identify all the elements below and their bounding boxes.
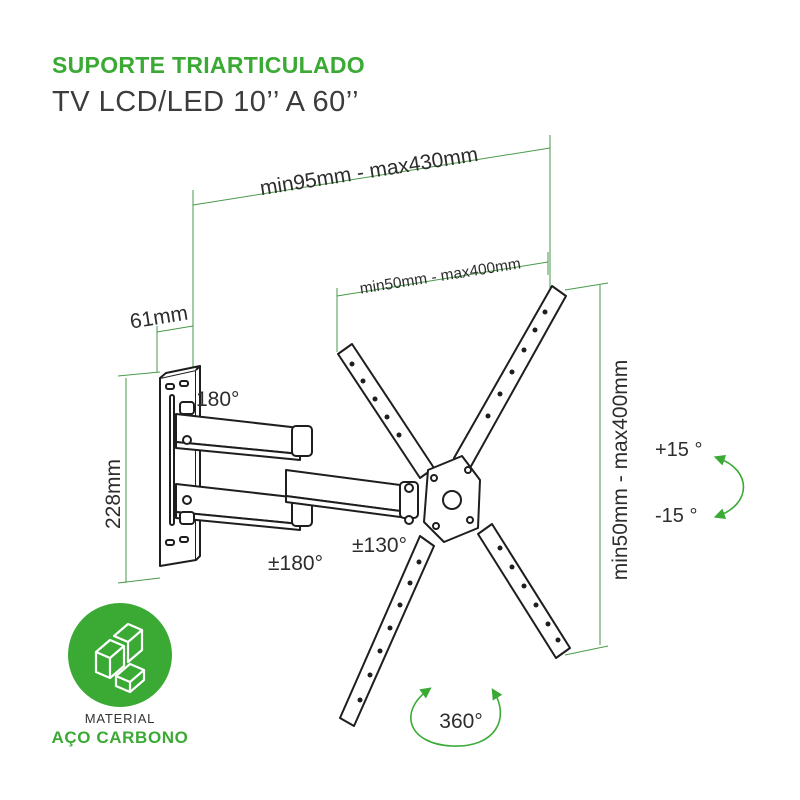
material-value: AÇO CARBONO xyxy=(51,728,189,747)
horizontal-vesa-label: min50mm - max400mm xyxy=(359,255,522,297)
dimension-lines xyxy=(117,135,609,656)
lower-arm xyxy=(285,469,419,525)
rotation-angle: 360° xyxy=(439,710,482,733)
material-label: MATERIAL xyxy=(84,711,156,726)
wall-depth-label: 61mm xyxy=(128,302,189,334)
tilt-up-angle: +15 ° xyxy=(655,439,702,461)
rotation-arrow xyxy=(410,687,503,747)
product-title: SUPORTE TRIARTICULADO xyxy=(52,52,365,78)
product-subtitle: TV LCD/LED 10’’ A 60’’ xyxy=(52,86,360,118)
tilt-down-angle: -15 ° xyxy=(655,505,697,527)
vertical-vesa-label: min50mm - max400mm xyxy=(609,360,632,581)
arm-joint-angle: ±180° xyxy=(268,552,323,575)
arm-extension-label: min95mm - max430mm xyxy=(258,143,479,200)
steel-beams-icon xyxy=(68,603,172,707)
swivel-angle: ±130° xyxy=(352,534,407,557)
wall-plate xyxy=(159,365,201,567)
vesa-slots xyxy=(349,309,561,703)
wall-plate-height-label: 228mm xyxy=(102,459,125,529)
wall-joint-angle: 180° xyxy=(196,388,239,411)
upper-arm xyxy=(175,401,313,531)
tilt-arrow xyxy=(713,454,745,520)
